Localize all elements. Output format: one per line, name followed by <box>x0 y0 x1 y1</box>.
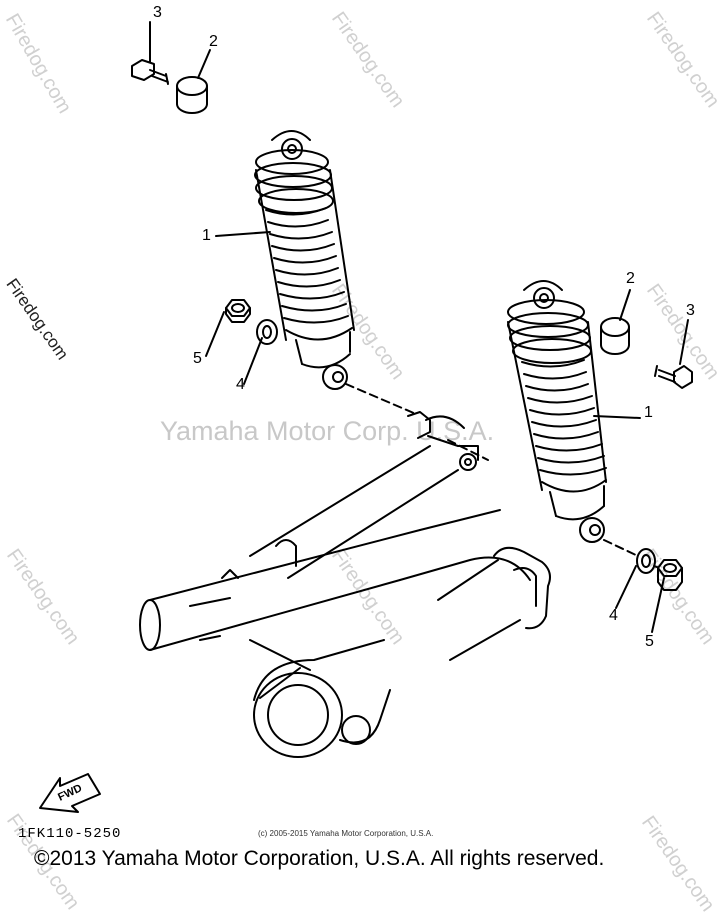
callout-4-left: 4 <box>236 376 245 393</box>
collar-left <box>176 76 208 114</box>
callout-3-left: 3 <box>153 4 162 21</box>
footer-copyright: ©2013 Yamaha Motor Corporation, U.S.A. A… <box>34 847 605 870</box>
callout-2-left: 2 <box>209 33 218 50</box>
bolt-right <box>654 365 693 389</box>
bolt-left <box>131 59 169 85</box>
callout-3-right: 3 <box>686 302 695 319</box>
callout-5-right: 5 <box>645 633 654 650</box>
shock-right <box>507 280 607 543</box>
swing-arm <box>139 411 551 758</box>
collar-right <box>600 317 630 355</box>
washer-left <box>256 319 278 345</box>
callout-5-left: 5 <box>193 350 202 367</box>
nut-left <box>225 299 251 323</box>
center-watermark: Yamaha Motor Corp. U.S.A. <box>160 416 495 446</box>
nut-right <box>657 559 683 591</box>
callout-1-left: 1 <box>202 227 211 244</box>
parts-diagram: Firedog.com Firedog.com Firedog.com Fire… <box>1 4 723 916</box>
shock-left <box>254 130 355 390</box>
fwd-arrow <box>39 773 101 813</box>
small-copyright: (c) 2005-2015 Yamaha Motor Corporation, … <box>258 829 434 838</box>
washer-right <box>636 548 656 574</box>
callout-1-right: 1 <box>644 404 653 421</box>
part-code: 1FK110-5250 <box>18 826 122 842</box>
line-art: FWD <box>39 21 693 813</box>
callout-4-right: 4 <box>609 607 618 624</box>
callout-2-right: 2 <box>626 270 635 287</box>
